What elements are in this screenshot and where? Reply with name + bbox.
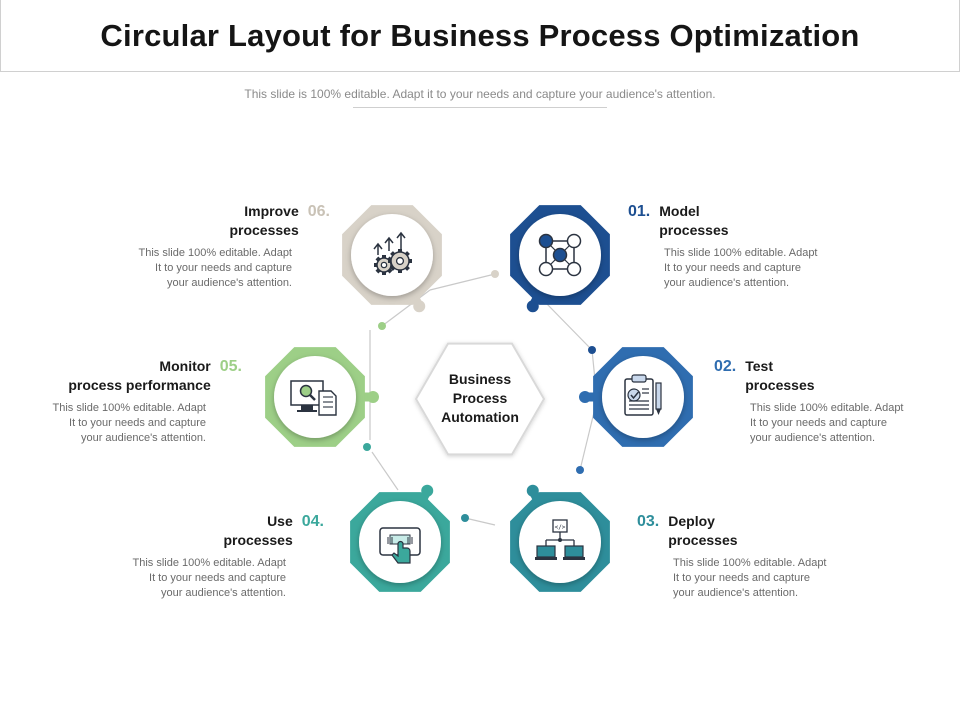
step-number: 03. — [637, 513, 660, 530]
connector-line — [544, 301, 593, 351]
connector-line — [464, 517, 496, 526]
center-label: Business Process Automation — [420, 370, 540, 427]
deployment-network-icon: </> — [535, 519, 585, 560]
step-node-05 — [265, 347, 379, 447]
svg-text:</>: </> — [555, 524, 566, 531]
connector-dot — [363, 443, 371, 451]
step-node-02 — [579, 347, 693, 447]
connector-dot — [461, 514, 469, 522]
page-title: Circular Layout for Business Process Opt… — [100, 17, 860, 53]
connector-dot — [588, 346, 596, 354]
node-tail-dot — [579, 391, 591, 403]
step-number: 04. — [301, 513, 324, 530]
node-tail-dot — [367, 391, 379, 403]
touch-screen-icon — [379, 527, 421, 564]
network-nodes-icon — [538, 233, 582, 277]
center-line: Process — [452, 390, 508, 406]
connector-line — [381, 289, 431, 327]
clipboard-checklist-icon — [624, 374, 662, 416]
step-number: 06. — [307, 203, 330, 220]
monitor-search-icon — [290, 380, 337, 416]
step-node-04 — [350, 484, 450, 592]
growth-gears-icon — [373, 231, 412, 275]
step-node-03: </> — [510, 484, 610, 592]
center-line: Automation — [441, 409, 519, 425]
step-node-06 — [342, 205, 442, 313]
title-bar: Circular Layout for Business Process Opt… — [0, 0, 960, 72]
connector-line — [371, 451, 399, 491]
center-line: Business — [448, 371, 512, 387]
step-number: 01. — [628, 203, 651, 220]
connector-dot — [378, 322, 386, 330]
connector-dot — [576, 466, 584, 474]
subtitle: This slide is 100% editable. Adapt it to… — [244, 87, 716, 101]
connector-dot — [491, 270, 499, 278]
step-number: 02. — [714, 358, 737, 375]
node-tail-dot — [413, 300, 426, 313]
step-number: 05. — [219, 358, 242, 375]
node-tail-dot — [526, 484, 539, 497]
connector-lines — [363, 270, 598, 526]
center-hexagon — [414, 342, 546, 456]
step-node-01 — [510, 205, 610, 313]
node-tail-dot — [526, 300, 539, 313]
node-tail-dot — [421, 484, 434, 497]
connector-line — [429, 273, 496, 291]
subtitle-divider — [353, 107, 607, 108]
